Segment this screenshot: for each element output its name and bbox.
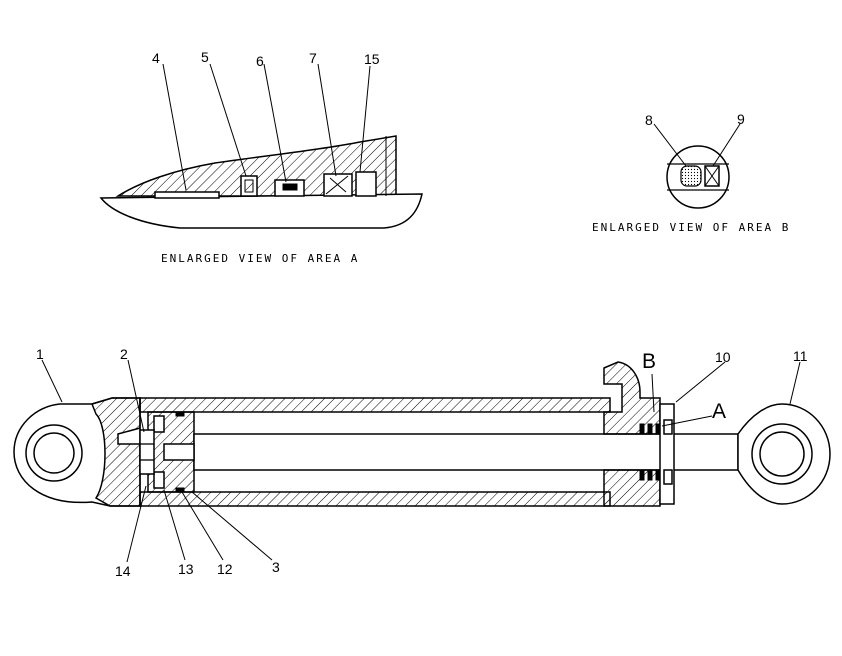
callout-3: 3 bbox=[272, 559, 280, 575]
area-marker-b: B bbox=[642, 350, 656, 373]
area-a-view: 4 5 6 7 15 ENLARGED VIEW OF AREA A bbox=[99, 49, 423, 265]
rod-end-head bbox=[603, 361, 661, 435]
piston-seal-lower bbox=[153, 471, 165, 489]
callout-13: 13 bbox=[178, 561, 194, 577]
piston-rod bbox=[193, 433, 739, 471]
head-eye-inner bbox=[33, 432, 75, 474]
callout-7: 7 bbox=[309, 50, 317, 66]
callout-6: 6 bbox=[256, 53, 264, 69]
callout-1: 1 bbox=[36, 346, 44, 362]
callout-9: 9 bbox=[737, 111, 745, 127]
piston-nut-2 bbox=[139, 429, 155, 475]
callout-14: 14 bbox=[115, 563, 131, 579]
area-b-oring-8 bbox=[680, 165, 702, 187]
caption-area-b: ENLARGED VIEW OF AREA B bbox=[592, 221, 790, 234]
barrel-lower-wall bbox=[139, 491, 611, 507]
callout-4: 4 bbox=[152, 50, 160, 66]
rod-end-stub bbox=[163, 443, 195, 461]
main-cylinder: 1 2 10 11 14 13 12 3 B A bbox=[13, 346, 831, 579]
callout-5: 5 bbox=[201, 49, 209, 65]
area-a-rod bbox=[99, 193, 423, 229]
rod-end-cap bbox=[659, 403, 675, 505]
area-a-wiper-7-lip bbox=[325, 175, 349, 195]
callout-8: 8 bbox=[645, 112, 653, 128]
callout-11: 11 bbox=[793, 348, 808, 364]
area-b-view: 8 9 ENLARGED VIEW OF AREA B bbox=[592, 111, 790, 234]
area-a-seal-6-lip bbox=[282, 183, 298, 191]
area-a-ring-15 bbox=[355, 171, 377, 197]
area-a-wear-ring-4 bbox=[154, 191, 220, 199]
head-end-body bbox=[90, 397, 141, 507]
piston-seal-upper bbox=[153, 415, 165, 433]
barrel-upper-wall bbox=[139, 397, 611, 413]
caption-area-a: ENLARGED VIEW OF AREA A bbox=[161, 252, 359, 265]
callout-12: 12 bbox=[217, 561, 233, 577]
rod-eye-inner bbox=[759, 431, 805, 477]
area-marker-a: A bbox=[712, 400, 726, 423]
callout-15: 15 bbox=[364, 51, 380, 67]
area-a-seal-5-core bbox=[244, 179, 254, 193]
callout-2: 2 bbox=[120, 346, 128, 362]
callout-10: 10 bbox=[715, 349, 731, 365]
